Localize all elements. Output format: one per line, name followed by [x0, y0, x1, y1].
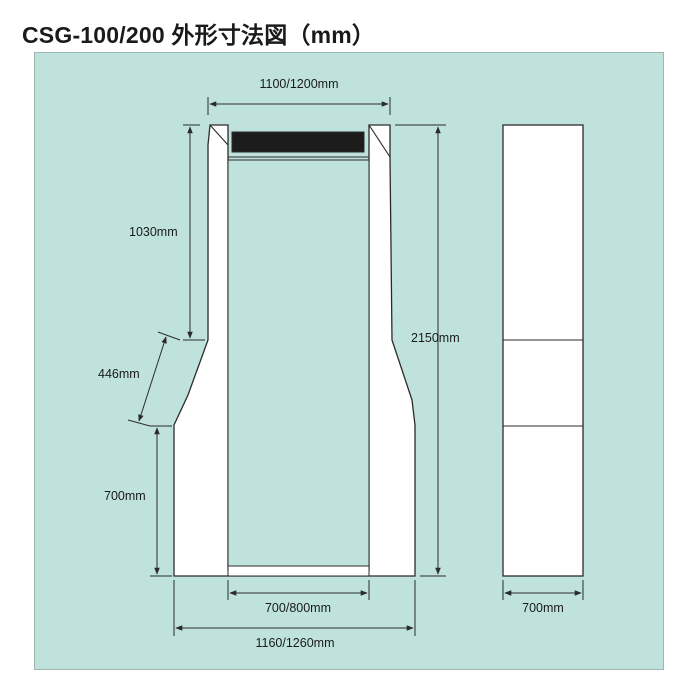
dim-lower-height-label: 700mm: [104, 489, 146, 503]
dim-total-height-label: 2150mm: [411, 331, 460, 345]
page-title: CSG-100/200 外形寸法図（mm）: [22, 22, 376, 48]
dim-side-depth-label: 700mm: [522, 601, 564, 615]
dim-slant-length-label: 446mm: [98, 367, 140, 381]
dim-inner-width-label: 700/800mm: [265, 601, 331, 615]
dim-top-width-label: 1100/1200mm: [260, 77, 339, 91]
dim-upper-height-label: 1030mm: [129, 225, 178, 239]
gate-base-threshold: [227, 565, 370, 577]
gate-passage: [227, 159, 370, 571]
dim-base-width-label: 1160/1260mm: [256, 636, 335, 650]
gate-side-view: [502, 124, 584, 577]
display-bar: [231, 131, 365, 153]
